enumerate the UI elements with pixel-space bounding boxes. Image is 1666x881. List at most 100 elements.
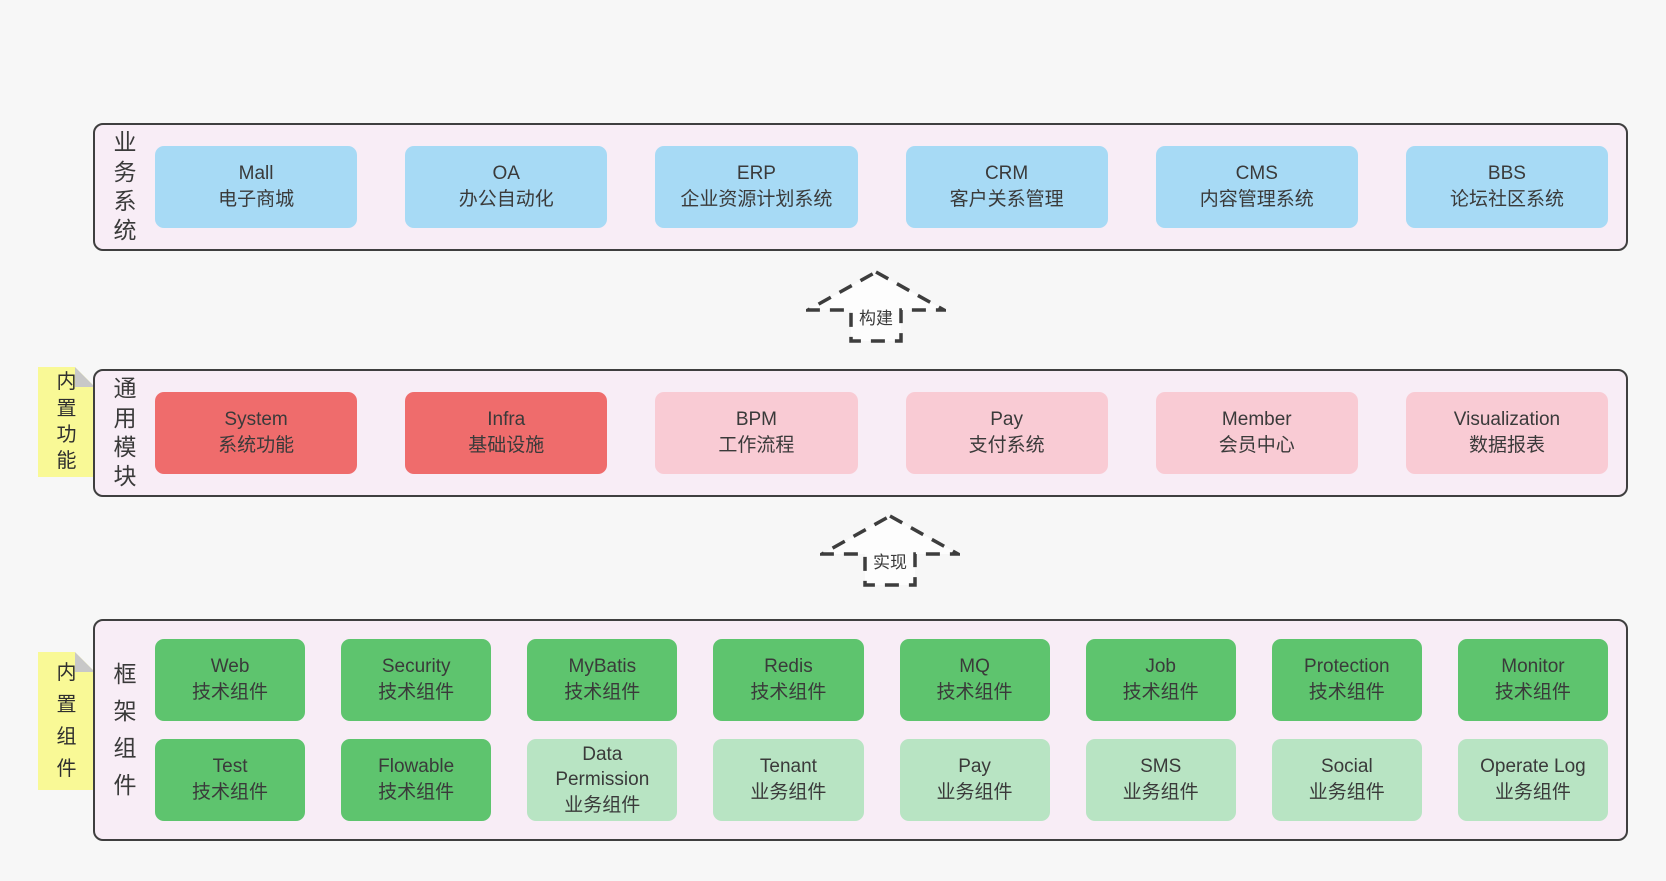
business-box-bbs: BBS 论坛社区系统 bbox=[1405, 146, 1609, 228]
box-title: CRM bbox=[984, 163, 1029, 185]
box-title: Pay bbox=[958, 756, 991, 778]
box-title: Redis bbox=[764, 656, 813, 678]
built-in-components-sticky: 内置组件 bbox=[38, 652, 95, 790]
component-box-protection: Protection 技术组件 bbox=[1271, 639, 1422, 721]
box-subtitle: 技术组件 bbox=[936, 682, 1013, 703]
business-box-erp: ERP 企业资源计划系统 bbox=[655, 146, 858, 228]
component-box-monitor: Monitor 技术组件 bbox=[1457, 639, 1608, 721]
component-box-test: Test 技术组件 bbox=[155, 739, 306, 821]
box-title: SMS bbox=[1140, 756, 1182, 778]
business-box-oa: OA 办公自动化 bbox=[405, 146, 608, 228]
module-box-member: Member 会员中心 bbox=[1155, 392, 1358, 474]
box-title: BPM bbox=[735, 409, 778, 431]
up-block-arrow-icon bbox=[806, 270, 946, 343]
box-subtitle: 内容管理系统 bbox=[1199, 189, 1314, 210]
built-in-functions-sticky: 内置功能 bbox=[38, 367, 95, 477]
build-arrow: 构建 bbox=[806, 270, 946, 344]
module-box-visualization: Visualization 数据报表 bbox=[1405, 392, 1609, 474]
box-title: Tenant bbox=[759, 756, 817, 778]
box-title: Operate Log bbox=[1480, 756, 1586, 778]
box-subtitle: 技术组件 bbox=[1494, 682, 1571, 703]
component-box-sms: SMS 业务组件 bbox=[1085, 739, 1236, 821]
box-subtitle: 系统功能 bbox=[218, 435, 295, 456]
box-subtitle: 技术组件 bbox=[378, 782, 455, 803]
framework-components-label-column: 框架组件 bbox=[95, 656, 155, 803]
box-title: System bbox=[224, 409, 288, 431]
box-subtitle: 技术组件 bbox=[192, 682, 269, 703]
box-subtitle: 企业资源计划系统 bbox=[680, 189, 833, 210]
framework-row-1: Web 技术组件 Security 技术组件 MyBatis 技术组件 Redi… bbox=[155, 639, 1608, 721]
built-in-components-sticky-label: 内置组件 bbox=[56, 662, 77, 780]
box-title: Job bbox=[1145, 656, 1176, 678]
box-title: Monitor bbox=[1501, 656, 1565, 678]
component-box-job: Job 技术组件 bbox=[1085, 639, 1236, 721]
business-systems-label-column: 业务系统 bbox=[95, 128, 155, 246]
box-subtitle: 会员中心 bbox=[1218, 435, 1295, 456]
implement-arrow-label: 实现 bbox=[873, 553, 907, 572]
box-subtitle: 技术组件 bbox=[1122, 682, 1199, 703]
common-modules-panel: 通用模块 System 系统功能 Infra 基础设施 BPM 工作流程 Pay… bbox=[93, 369, 1628, 497]
box-title: BBS bbox=[1487, 163, 1526, 185]
module-box-infra: Infra 基础设施 bbox=[405, 392, 608, 474]
box-title: MQ bbox=[959, 656, 990, 678]
component-box-operate-log: Operate Log 业务组件 bbox=[1457, 739, 1608, 821]
box-subtitle: 技术组件 bbox=[378, 682, 455, 703]
box-subtitle: 业务组件 bbox=[1308, 782, 1385, 803]
box-title: Member bbox=[1221, 409, 1292, 431]
box-title: ERP bbox=[736, 163, 776, 185]
box-subtitle: 业务组件 bbox=[564, 794, 641, 816]
box-subtitle: 业务组件 bbox=[1122, 782, 1199, 803]
component-box-social: Social 业务组件 bbox=[1271, 739, 1422, 821]
box-title: Mall bbox=[238, 163, 274, 185]
box-subtitle: 业务组件 bbox=[936, 782, 1013, 803]
framework-components-panel: 框架组件 Web 技术组件 Security 技术组件 MyBatis 技术组件… bbox=[93, 619, 1628, 841]
sticky-fold-corner-icon bbox=[75, 367, 95, 387]
sticky-fold-corner-icon bbox=[75, 652, 95, 672]
framework-components-rows: Web 技术组件 Security 技术组件 MyBatis 技术组件 Redi… bbox=[155, 639, 1608, 821]
business-systems-label: 业务系统 bbox=[113, 129, 137, 244]
business-systems-row: Mall 电子商城 OA 办公自动化 ERP 企业资源计划系统 CRM 客户关系… bbox=[155, 146, 1609, 228]
box-title: MyBatis bbox=[568, 656, 637, 678]
box-subtitle: 技术组件 bbox=[192, 782, 269, 803]
box-title: Security bbox=[381, 656, 451, 678]
build-arrow-label: 构建 bbox=[859, 309, 893, 328]
box-title: Protection bbox=[1304, 656, 1390, 678]
box-subtitle: 支付系统 bbox=[968, 435, 1045, 456]
business-systems-panel: 业务系统 Mall 电子商城 OA 办公自动化 ERP 企业资源计划系统 CRM… bbox=[93, 123, 1628, 251]
box-subtitle: 技术组件 bbox=[1308, 682, 1385, 703]
box-title: OA bbox=[492, 163, 520, 185]
built-in-functions-sticky-label: 内置功能 bbox=[56, 371, 77, 473]
box-subtitle: 工作流程 bbox=[718, 435, 795, 456]
business-box-mall: Mall 电子商城 bbox=[155, 146, 358, 228]
box-title: Flowable bbox=[378, 756, 455, 778]
box-subtitle: 办公自动化 bbox=[458, 189, 554, 210]
box-subtitle: 电子商城 bbox=[218, 189, 295, 210]
framework-row-2: Test 技术组件 Flowable 技术组件 Data Permission … bbox=[155, 739, 1608, 821]
module-box-pay: Pay 支付系统 bbox=[905, 392, 1108, 474]
business-box-cms: CMS 内容管理系统 bbox=[1155, 146, 1358, 228]
up-block-arrow-icon bbox=[820, 514, 960, 587]
box-title: Infra bbox=[487, 409, 526, 431]
box-subtitle: 业务组件 bbox=[750, 782, 827, 803]
common-modules-label: 通用模块 bbox=[113, 375, 137, 490]
common-modules-row: System 系统功能 Infra 基础设施 BPM 工作流程 Pay 支付系统… bbox=[155, 392, 1609, 474]
module-box-bpm: BPM 工作流程 bbox=[655, 392, 858, 474]
component-box-security: Security 技术组件 bbox=[341, 639, 492, 721]
component-box-web: Web 技术组件 bbox=[155, 639, 306, 721]
component-box-redis: Redis 技术组件 bbox=[713, 639, 864, 721]
component-box-tenant: Tenant 业务组件 bbox=[713, 739, 864, 821]
framework-components-label: 框架组件 bbox=[113, 661, 137, 798]
component-box-data-permission: Data Permission 业务组件 bbox=[527, 739, 678, 821]
box-title: Visualization bbox=[1453, 409, 1561, 431]
component-box-mybatis: MyBatis 技术组件 bbox=[527, 639, 678, 721]
box-title: Web bbox=[210, 656, 250, 678]
business-box-crm: CRM 客户关系管理 bbox=[905, 146, 1108, 228]
box-subtitle: 论坛社区系统 bbox=[1449, 189, 1564, 210]
box-title: Data Permission bbox=[555, 743, 650, 791]
box-subtitle: 客户关系管理 bbox=[949, 189, 1064, 210]
box-subtitle: 技术组件 bbox=[750, 682, 827, 703]
box-title: CMS bbox=[1235, 163, 1278, 185]
box-title: Test bbox=[212, 756, 248, 778]
component-box-flowable: Flowable 技术组件 bbox=[341, 739, 492, 821]
box-subtitle: 技术组件 bbox=[564, 682, 641, 703]
